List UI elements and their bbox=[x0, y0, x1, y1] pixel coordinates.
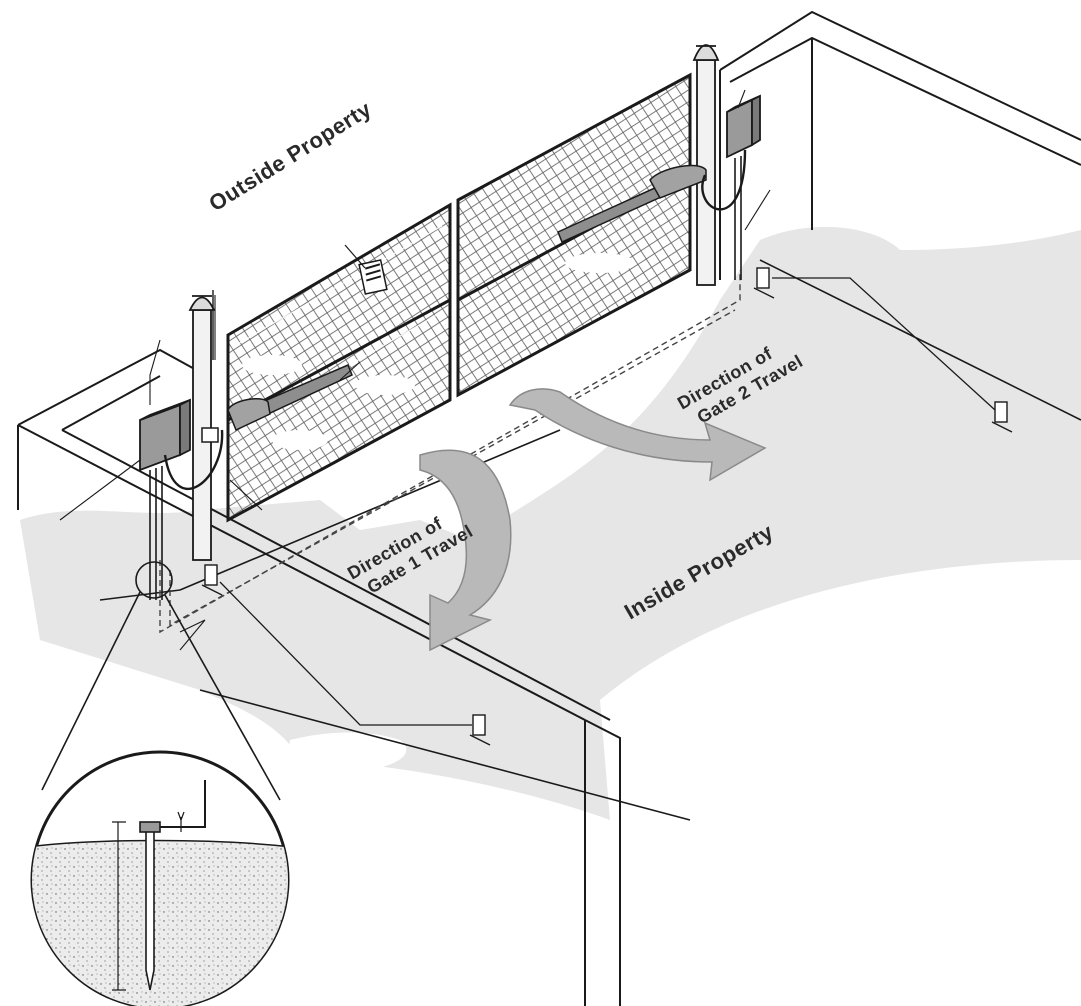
left-wall bbox=[17, 348, 621, 1006]
ground-rod-callout bbox=[41, 561, 281, 801]
right-control-box bbox=[726, 98, 753, 159]
left-control-box bbox=[139, 403, 181, 472]
gate2-travel-arrow bbox=[508, 388, 767, 482]
left-post bbox=[188, 290, 216, 561]
floor-lines bbox=[99, 259, 1081, 821]
photo-eye-sensor-icon bbox=[201, 267, 1013, 746]
ground-rod-icon bbox=[112, 780, 206, 991]
ground-rod-inset bbox=[30, 750, 290, 1006]
leader-lines bbox=[59, 89, 771, 651]
warning-sign-icon bbox=[344, 244, 388, 295]
gate1-travel-arrow bbox=[419, 449, 512, 652]
linear-actuator-icon bbox=[201, 164, 707, 443]
photo-eye-beams bbox=[219, 277, 996, 726]
outside-property-label: Outside Property bbox=[204, 96, 376, 216]
ground-shadows bbox=[20, 226, 1081, 821]
gate-travel-arrows bbox=[419, 388, 767, 652]
right-wall bbox=[719, 10, 1081, 280]
underground-conduit bbox=[159, 270, 741, 634]
control-box-icon bbox=[139, 94, 761, 600]
